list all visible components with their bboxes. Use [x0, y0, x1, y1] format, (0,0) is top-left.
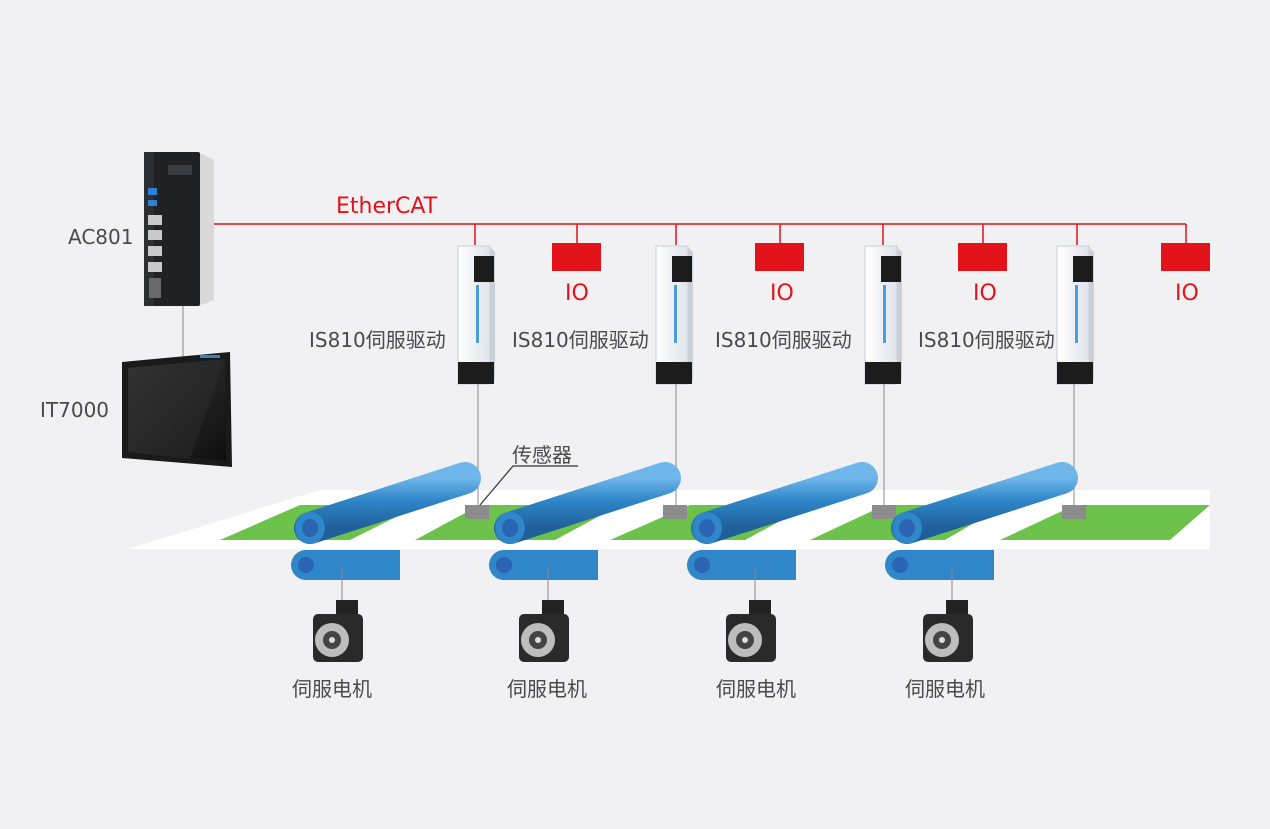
upper-roller: [294, 462, 481, 544]
sensor-block: [872, 505, 896, 519]
io-module: [958, 243, 1007, 271]
io-module: [1161, 243, 1210, 271]
web-sheet: [1000, 505, 1210, 540]
lower-roller: [489, 550, 598, 580]
servo-motor-image: [726, 600, 776, 662]
servo-motor-image: [519, 600, 569, 662]
upper-roller: [891, 462, 1078, 544]
ac801-controller-image: [144, 152, 214, 306]
bus-drops: [474, 224, 1187, 245]
motor-label: 伺服电机: [716, 677, 796, 701]
ethercat-label: EtherCAT: [336, 194, 438, 219]
drive-label: IS810伺服驱动: [309, 328, 446, 352]
motor-label: 伺服电机: [292, 677, 372, 701]
sensor-block: [663, 505, 687, 519]
motor-label: 伺服电机: [905, 677, 985, 701]
it7000-hmi-image: [122, 352, 232, 467]
servo-motor-image: [313, 600, 363, 662]
sensor-block: [465, 505, 489, 519]
io-module: [552, 243, 601, 271]
servo-drive-image: [655, 245, 693, 385]
io-label: IO: [1175, 281, 1199, 306]
lower-roller: [291, 550, 400, 580]
io-module: [755, 243, 804, 271]
lower-roller: [687, 550, 796, 580]
motor-label: 伺服电机: [507, 677, 587, 701]
sensor-block: [1062, 505, 1086, 519]
servo-drive-image: [864, 245, 902, 385]
ac801-label: AC801: [68, 225, 134, 249]
lower-roller: [885, 550, 994, 580]
io-label: IO: [770, 281, 794, 306]
io-label: IO: [565, 281, 589, 306]
sensor-label: 传感器: [512, 443, 572, 467]
io-label: IO: [973, 281, 997, 306]
drive-label: IS810伺服驱动: [715, 328, 852, 352]
upper-roller: [494, 462, 681, 544]
upper-roller: [691, 462, 878, 544]
servo-drive-image: [1056, 245, 1094, 385]
sensor-callout-line: [479, 465, 578, 506]
roller-motor-links: [341, 568, 953, 605]
servo-motor-image: [923, 600, 973, 662]
drive-label: IS810伺服驱动: [918, 328, 1055, 352]
drive-label: IS810伺服驱动: [512, 328, 649, 352]
it7000-label: IT7000: [40, 398, 110, 422]
servo-drive-image: [457, 245, 495, 385]
